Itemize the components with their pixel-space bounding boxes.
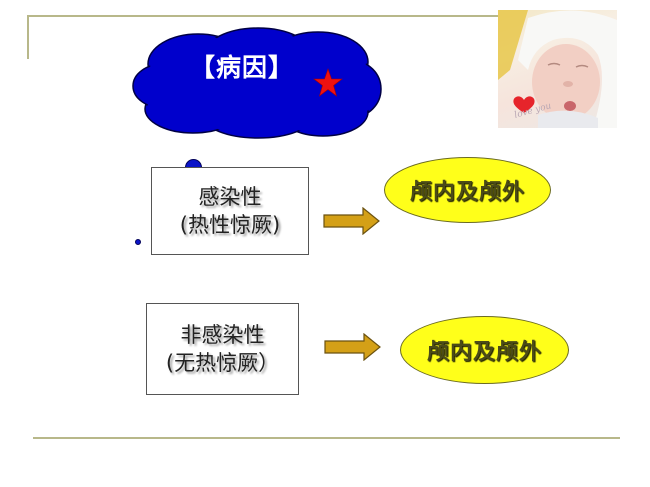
top-rule — [27, 15, 498, 17]
cause-box-noninfectious: 非感染性 (无热惊厥） — [146, 303, 299, 395]
arrow-right-icon — [323, 207, 380, 235]
cause-box-infectious: 感染性 (热性惊厥) — [151, 167, 309, 255]
arrow-right-icon — [324, 333, 381, 361]
cause-subtitle: (无热惊厥） — [165, 351, 280, 375]
red-star-icon — [313, 68, 343, 97]
cloud-shape — [132, 27, 382, 139]
location-ellipse-1: 颅内及颅外 — [384, 157, 551, 223]
cause-title: 感染性 — [198, 185, 262, 209]
location-ellipse-2: 颅内及颅外 — [400, 316, 569, 384]
baby-photo: love you — [498, 10, 617, 128]
cause-subtitle: (热性惊厥) — [179, 213, 281, 237]
slide-title: 【病因】 — [190, 53, 295, 82]
baby-photo-icon — [498, 10, 617, 128]
dot-small — [135, 239, 141, 245]
bottom-rule — [33, 437, 620, 439]
cause-title: 非感染性 — [180, 323, 265, 347]
location-label: 颅内及颅外 — [409, 179, 525, 205]
location-label: 颅内及颅外 — [426, 339, 542, 365]
left-rule — [27, 15, 29, 59]
heart-icon — [513, 96, 535, 113]
